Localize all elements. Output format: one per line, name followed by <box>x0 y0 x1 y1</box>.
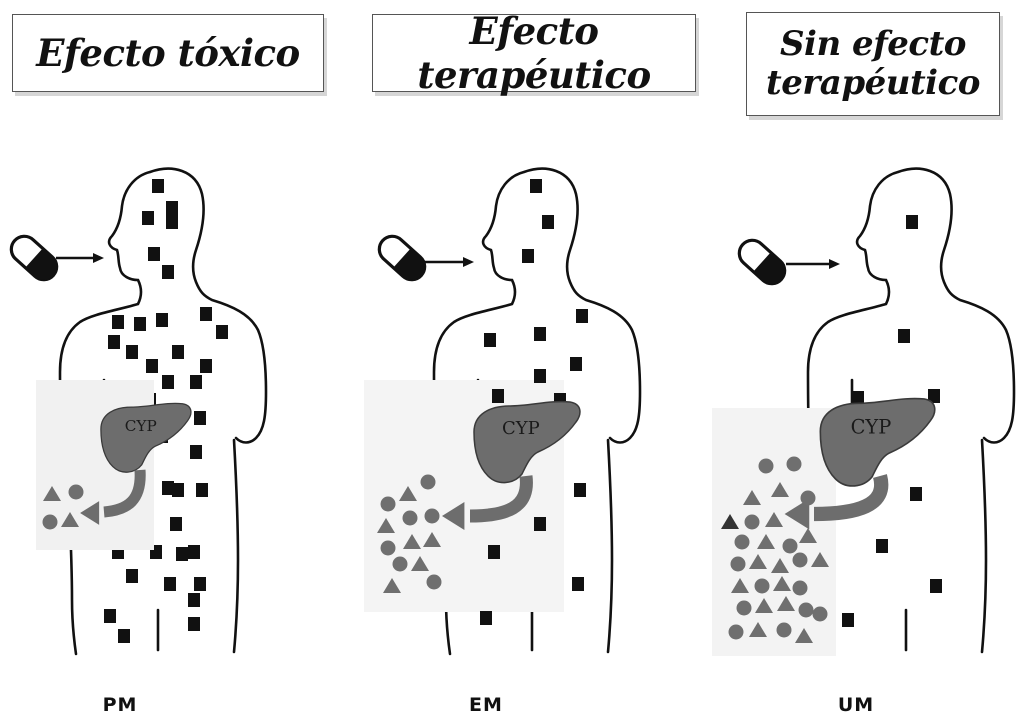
capsule-icon <box>6 231 62 285</box>
metabolite-circle <box>793 553 808 568</box>
drug-molecule <box>530 179 542 193</box>
liver-label: CYP <box>502 418 540 439</box>
metabolite-circle <box>729 625 744 640</box>
drug-molecule <box>522 249 534 263</box>
phenotype-label-em: EM <box>426 694 546 716</box>
arrow-head <box>463 257 474 267</box>
drug-molecule <box>164 577 176 591</box>
drug-molecule <box>126 569 138 583</box>
drug-molecule <box>190 375 202 389</box>
drug-molecule <box>194 577 206 591</box>
drug-molecule <box>572 577 584 591</box>
liver-um: CYP <box>820 399 934 486</box>
metabolite-circle <box>731 557 746 572</box>
drug-molecule <box>190 445 202 459</box>
drug-molecule <box>176 547 188 561</box>
drug-molecule <box>480 611 492 625</box>
drug-molecule <box>492 389 504 403</box>
metabolite-circle <box>393 557 408 572</box>
metabolite-circle <box>787 457 802 472</box>
liver-label: CYP <box>851 416 892 439</box>
drug-molecule <box>162 265 174 279</box>
metabolite-circle <box>793 581 808 596</box>
metabolite-circle <box>783 539 798 554</box>
phenotype-label-um: UM <box>796 694 916 716</box>
drug-molecule <box>170 517 182 531</box>
drug-molecule <box>134 317 146 331</box>
metabolite-circle <box>735 535 750 550</box>
drug-molecule <box>166 201 178 215</box>
arrow-right-icon <box>56 253 104 263</box>
metabolite-circle <box>427 575 442 590</box>
drug-molecule <box>534 369 546 383</box>
drug-molecule <box>194 411 206 425</box>
drug-molecule <box>200 307 212 321</box>
drug-molecule <box>156 313 168 327</box>
drug-molecule <box>196 483 208 497</box>
metabolite-circle <box>425 509 440 524</box>
arrow-right-icon <box>786 259 840 269</box>
drug-molecule <box>112 315 124 329</box>
phenotype-label-pm: PM <box>60 694 180 716</box>
drug-molecule <box>534 517 546 531</box>
metabolite-circle <box>43 515 58 530</box>
drug-molecule <box>188 617 200 631</box>
arrow-head <box>829 259 840 269</box>
metabolite-circle <box>801 491 816 506</box>
arrow-right-icon <box>424 257 474 267</box>
metabolite-circle <box>421 475 436 490</box>
drug-molecule <box>898 329 910 343</box>
drug-molecule <box>570 357 582 371</box>
drug-molecule <box>574 483 586 497</box>
drug-molecule <box>162 375 174 389</box>
metabolite-circle <box>381 541 396 556</box>
drug-molecule <box>148 247 160 261</box>
metabolite-circle <box>403 511 418 526</box>
liver-icon <box>820 399 934 486</box>
drug-molecule <box>484 333 496 347</box>
drug-molecule <box>166 215 178 229</box>
drug-molecule <box>172 483 184 497</box>
metabolite-circle <box>381 497 396 512</box>
drug-molecule <box>910 487 922 501</box>
drug-molecule <box>534 327 546 341</box>
capsule-icon <box>374 231 430 285</box>
metabolite-circle <box>777 623 792 638</box>
drug-molecule <box>200 359 212 373</box>
drug-molecule <box>172 345 184 359</box>
drug-molecule <box>930 579 942 593</box>
metabolite-circle <box>799 603 814 618</box>
drug-molecule <box>906 215 918 229</box>
metabolite-circle <box>737 601 752 616</box>
metabolite-circle <box>745 515 760 530</box>
drug-molecule <box>152 179 164 193</box>
metabolite-circle <box>759 459 774 474</box>
drug-molecule <box>126 345 138 359</box>
drug-molecule <box>118 629 130 643</box>
drug-molecule <box>542 215 554 229</box>
drug-molecule <box>216 325 228 339</box>
drug-molecule <box>188 593 200 607</box>
drug-molecule <box>146 359 158 373</box>
drug-molecule <box>842 613 854 627</box>
drug-molecule <box>488 545 500 559</box>
drug-molecule <box>876 539 888 553</box>
drug-molecule <box>142 211 154 225</box>
drug-molecule <box>576 309 588 323</box>
drug-molecule <box>104 609 116 623</box>
drug-molecule <box>108 335 120 349</box>
metabolite-circle <box>813 607 828 622</box>
metabolite-circle <box>69 485 84 500</box>
liver-label: CYP <box>125 417 157 435</box>
metabolite-circle <box>755 579 770 594</box>
arrow-head <box>93 253 104 263</box>
drug-molecule <box>188 545 200 559</box>
capsule-icon <box>734 235 790 289</box>
